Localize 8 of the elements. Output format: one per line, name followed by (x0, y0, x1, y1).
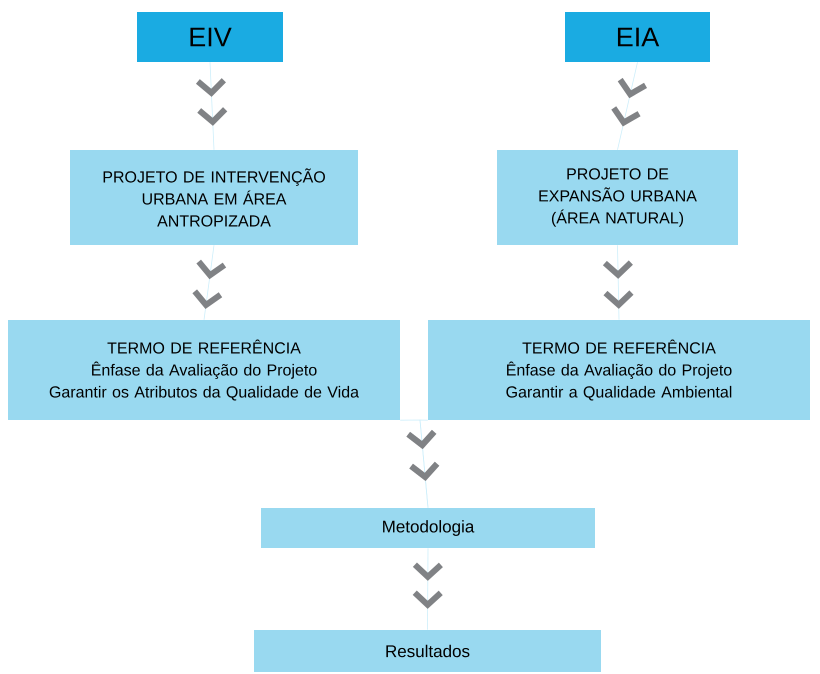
process-box: TERMO DE REFERÊNCIA Ênfase da Avaliação do Projeto Garantir os Atributos da Qualidade de Vida (8, 320, 400, 420)
process-box: Metodologia (261, 508, 595, 548)
title-box: EIA (565, 12, 710, 62)
process-box: PROJETO DE EXPANSÃO URBANA (ÁREA NATURAL) (497, 150, 738, 245)
process-box: TERMO DE REFERÊNCIA Ênfase da Avaliação do Projeto Garantir a Qualidade Ambiental (428, 320, 810, 420)
process-box: PROJETO DE INTERVENÇÃO URBANA EM ÁREA ANTROPIZADA (70, 150, 358, 245)
process-box: Resultados (254, 630, 601, 672)
title-box: EIV (137, 12, 283, 62)
